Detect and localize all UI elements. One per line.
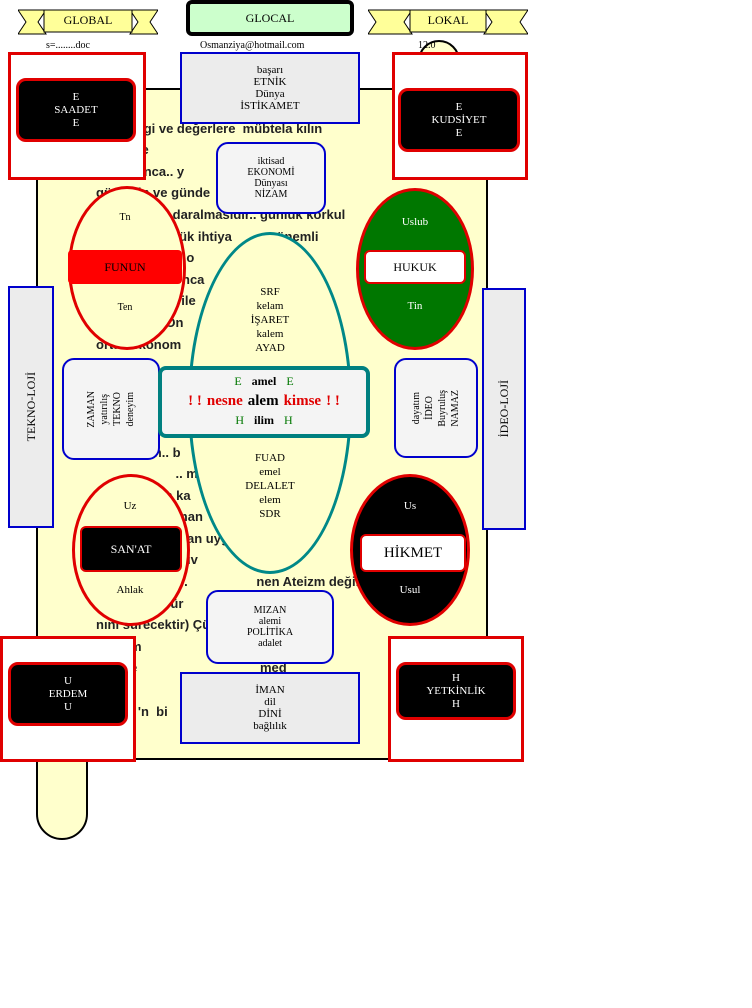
central-h-right: H xyxy=(284,413,293,427)
ideo-line-2: İDEO xyxy=(424,396,435,420)
dini-box: İMAN dil DİNİ bağlılık xyxy=(180,672,360,744)
central-lower-5: SDR xyxy=(259,508,281,520)
kudsiyet-word: KUDSİYET xyxy=(431,113,487,126)
central-upper-2: kelam xyxy=(256,300,284,312)
dini-line-4: bağlılık xyxy=(253,720,287,732)
sanat-label: SAN'AT xyxy=(80,526,182,572)
ideo-box: dayatım İDEO Buyruluş NAMAZ xyxy=(394,358,478,458)
saadet-bottom: E xyxy=(72,116,80,129)
central-upper-text: SRF kelam İŞARET kalem AYAD xyxy=(220,284,320,356)
lokal-label: LOKAL xyxy=(427,12,469,27)
zaman-line-3: TEKNO xyxy=(112,392,123,426)
politika-line-4: adalet xyxy=(258,638,282,649)
politika-box: MIZAN alemi POLİTİKA adalet xyxy=(206,590,334,664)
ekonomi-line-2: EKONOMİ xyxy=(247,167,295,178)
central-lower-4: elem xyxy=(259,494,281,506)
central-e-right: E xyxy=(286,374,294,388)
ideo-line-1: dayatım xyxy=(411,391,422,425)
central-upper-3: İŞARET xyxy=(250,314,290,326)
central-alem: alem xyxy=(247,393,279,409)
ideo-line-4: NAMAZ xyxy=(450,389,461,427)
etnik-line-4: İSTİKAMET xyxy=(240,100,300,112)
saadet-top: E xyxy=(72,90,80,103)
erdem-word: ERDEM xyxy=(48,687,88,700)
etnik-box: başarı ETNİK Dünya İSTİKAMET xyxy=(180,52,360,124)
central-amel: amel xyxy=(251,374,277,388)
central-e-left: E xyxy=(234,374,242,388)
kudsiyet-pill: E KUDSİYET E xyxy=(398,88,520,152)
central-marks-right: ! ! xyxy=(326,393,340,409)
dini-line-1: İMAN xyxy=(255,684,285,696)
central-lower-text: FUAD emel DELALET elem SDR xyxy=(220,450,320,522)
hukuk-top: Uslub xyxy=(401,216,429,228)
ekonomi-line-1: iktisad xyxy=(257,156,285,167)
sanat-bottom: Ahlak xyxy=(116,584,144,596)
erdem-top: U xyxy=(64,674,72,687)
date-caption: 12.0 xyxy=(418,40,436,51)
sanat-top: Uz xyxy=(123,500,137,512)
zaman-line-4: deneyim xyxy=(125,391,136,427)
yetkinlik-word: YETKİNLİK xyxy=(426,684,486,697)
hikmet-top: Us xyxy=(403,500,417,512)
funun-bottom: Ten xyxy=(117,301,133,313)
ekonomi-box: iktisad EKONOMİ Dünyası NİZAM xyxy=(216,142,326,214)
zaman-box: ZAMAN yatırılış TEKNO deneyim xyxy=(62,358,160,460)
ideo-loji-label: İDEO-LOJİ xyxy=(497,380,511,438)
hukuk-bottom: Tin xyxy=(407,300,423,312)
central-upper-5: AYAD xyxy=(255,342,285,354)
central-kimse: kimse xyxy=(283,393,322,409)
central-box-content: E amel E ! ! nesne alem kimse ! ! H ilim… xyxy=(158,372,370,434)
kudsiyet-top: E xyxy=(455,100,463,113)
hikmet-bottom: Usul xyxy=(399,584,421,596)
ideo-line-3: Buyruluş xyxy=(437,389,448,427)
etnik-line-3: Dünya xyxy=(255,88,285,100)
tekno-loji-box: TEKNO-LOJİ xyxy=(8,286,54,528)
etnik-line-1: başarı xyxy=(256,64,284,76)
hikmet-label: HİKMET xyxy=(360,534,466,572)
ekonomi-line-3: Dünyası xyxy=(254,178,288,189)
central-lower-2: emel xyxy=(259,466,281,478)
glocal-label: GLOCAL xyxy=(186,0,354,36)
funun-top: Tn xyxy=(119,211,131,223)
yetkinlik-bottom: H xyxy=(452,697,460,710)
kudsiyet-bottom: E xyxy=(455,126,463,139)
lokal-ribbon xyxy=(368,9,528,35)
yetkinlik-top: H xyxy=(452,671,460,684)
global-ribbon xyxy=(18,9,158,35)
zaman-line-1: ZAMAN xyxy=(86,390,97,428)
central-ilim: ilim xyxy=(254,413,274,427)
ekonomi-line-4: NİZAM xyxy=(254,189,288,200)
central-upper-1: SRF xyxy=(260,286,280,298)
etnik-line-2: ETNİK xyxy=(253,76,287,88)
ideo-loji-box: İDEO-LOJİ xyxy=(482,288,526,530)
erdem-bottom: U xyxy=(64,700,72,713)
central-marks-left: ! ! xyxy=(188,393,202,409)
central-nesne: nesne xyxy=(206,393,243,409)
politika-line-3: POLİTİKA xyxy=(246,627,294,638)
email-address: Osmanziya@hotmail.com xyxy=(200,40,305,51)
saadet-word: SAADET xyxy=(54,103,98,116)
funun-label: FUNUN xyxy=(68,250,182,284)
document-name: s=........doc xyxy=(46,40,90,51)
central-lower-3: DELALET xyxy=(245,480,295,492)
global-label: GLOBAL xyxy=(63,12,113,27)
central-h-left: H xyxy=(235,413,244,427)
yetkinlik-pill: H YETKİNLİK H xyxy=(396,662,516,720)
politika-line-1: MIZAN xyxy=(253,605,287,616)
politika-line-2: alemi xyxy=(258,616,282,627)
central-lower-1: FUAD xyxy=(255,452,285,464)
erdem-pill: U ERDEM U xyxy=(8,662,128,726)
dini-line-2: dil xyxy=(264,696,276,708)
central-box xyxy=(158,366,370,438)
saadet-pill: E SAADET E xyxy=(16,78,136,142)
central-upper-4: kalem xyxy=(256,328,284,340)
dini-line-3: DİNİ xyxy=(258,708,282,720)
zaman-line-2: yatırılış xyxy=(99,393,110,425)
tekno-loji-label: TEKNO-LOJİ xyxy=(24,372,38,442)
hukuk-label: HUKUK xyxy=(364,250,466,284)
